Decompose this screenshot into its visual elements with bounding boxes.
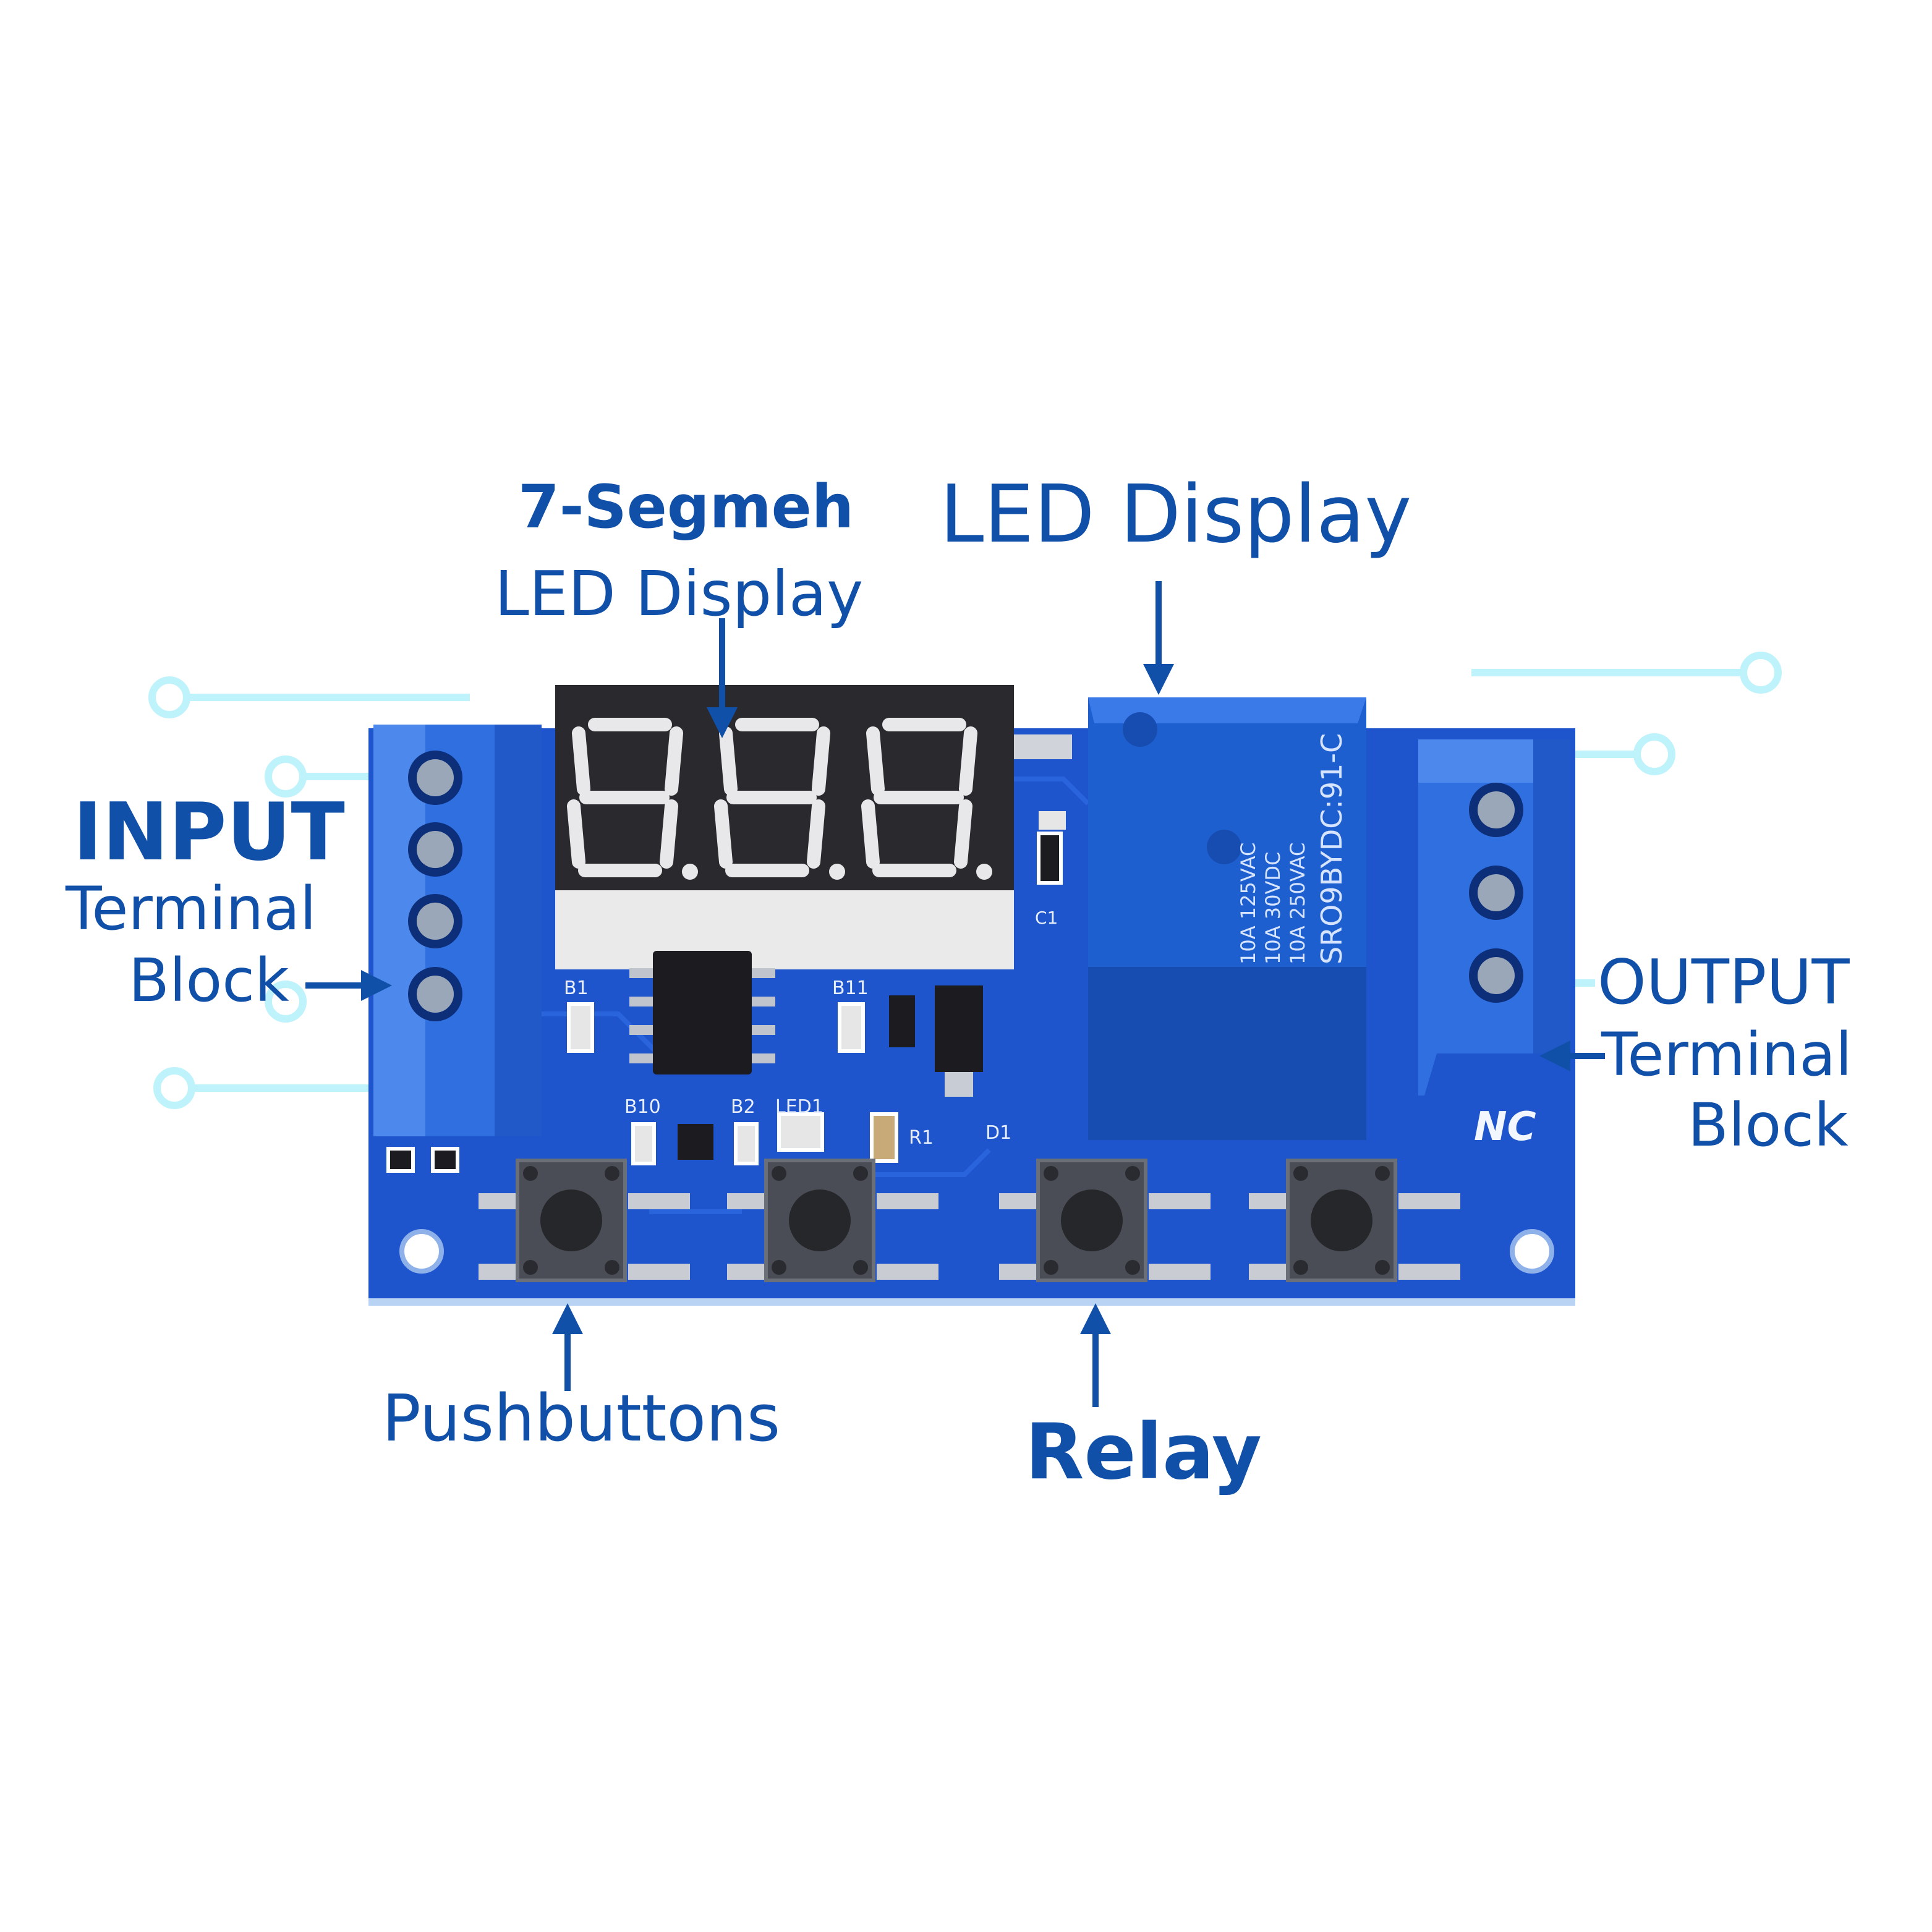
label-pushbuttons: Pushbuttons: [382, 1381, 781, 1456]
pushbutton-row: [479, 1159, 1460, 1282]
segment: [719, 726, 738, 796]
pushbutton-icon: [727, 1159, 938, 1282]
segment: [861, 799, 880, 869]
segment: [572, 726, 590, 796]
smd-components: [386, 734, 1072, 1173]
output-terminal-block: [1418, 739, 1570, 1096]
pushbutton-icon: [999, 1159, 1211, 1282]
decimal-point: [682, 864, 698, 880]
label-input-line1: INPUT: [73, 786, 345, 879]
segment: [807, 799, 825, 869]
label-seven-segment-line1: 7-Segmeh: [518, 472, 854, 542]
silkscreen-labels: B1 B11 B10 B2 LED1 R1 D1 C1 NC: [564, 908, 1536, 1150]
pushbutton-icon: [479, 1159, 690, 1282]
input-terminal-block: [373, 725, 542, 1136]
segment: [567, 799, 585, 869]
pushbutton-icon: [1249, 1159, 1460, 1282]
segment: [812, 726, 830, 796]
ic-chip: [629, 951, 775, 1075]
label-output-line1: OUTPUT: [1598, 946, 1850, 1018]
label-relay: Relay: [1025, 1408, 1262, 1497]
silk-b1: B1: [564, 977, 589, 999]
segment: [660, 799, 678, 869]
relay-rating-text-2: 10A 30VDC: [1261, 852, 1285, 964]
mounting-hole-left: [399, 1229, 444, 1274]
label-output-line3: Block: [1688, 1091, 1849, 1160]
relay: SRO9BYDC:91-C 10A 250VAC 10A 30VDC 10A 1…: [1088, 697, 1366, 1140]
relay-rating-text-3: 10A 125VAC: [1236, 843, 1260, 964]
label-input-line2: Terminal: [66, 874, 317, 943]
silk-b2: B2: [731, 1096, 755, 1118]
decimal-point: [829, 864, 845, 880]
mounting-hole-right: [1510, 1229, 1554, 1274]
silk-r1: R1: [909, 1127, 934, 1149]
relay-rating-text-1: 10A 250VAC: [1286, 843, 1309, 964]
label-seven-segment-line2: LED Display: [495, 558, 864, 630]
silk-b10: B10: [624, 1096, 661, 1118]
seven-segment-display: [555, 685, 1014, 969]
segment: [954, 799, 972, 869]
segment: [866, 726, 885, 796]
label-output-line2: Terminal: [1601, 1020, 1852, 1089]
silk-led1: LED1: [775, 1096, 823, 1118]
decimal-point: [976, 864, 992, 880]
silk-b11: B11: [832, 977, 869, 999]
silk-d1: D1: [985, 1122, 1011, 1144]
screw-icon: [1469, 783, 1523, 1003]
screw-icon: [408, 751, 462, 1021]
relay-model-text: SRO9BYDC:91-C: [1315, 733, 1348, 964]
label-input-line3: Block: [129, 946, 289, 1015]
silk-c1: C1: [1035, 908, 1058, 928]
segment: [665, 726, 683, 796]
label-led-display: LED Display: [940, 469, 1412, 561]
segment: [959, 726, 977, 796]
segment: [714, 799, 733, 869]
silk-nc: NC: [1474, 1104, 1536, 1150]
callout-arrows: [305, 581, 1605, 1407]
